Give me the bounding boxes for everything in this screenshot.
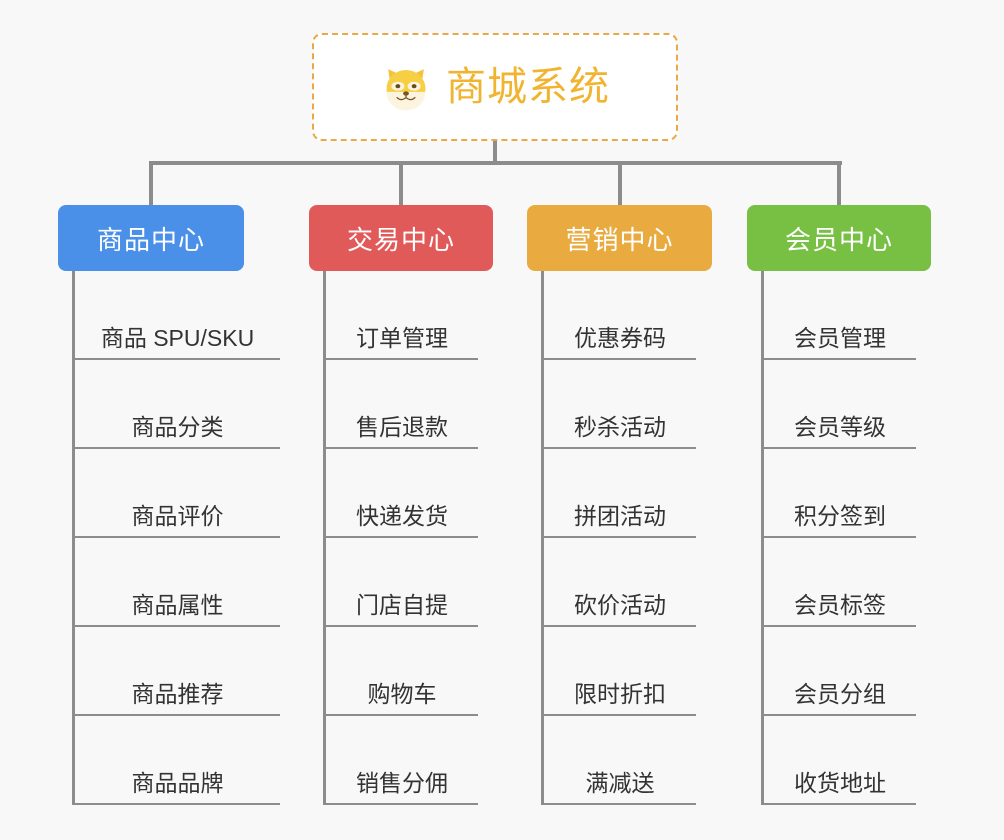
leaf-label: 优惠券码 bbox=[574, 324, 666, 351]
leaf-label: 拼团活动 bbox=[574, 502, 666, 529]
leaf-label: 满减送 bbox=[585, 769, 655, 796]
category-column-3: 营销中心 优惠券码 秒杀活动 拼团活动 砍价活动 限时折扣 满减送 bbox=[527, 205, 712, 805]
leaf-label: 会员标签 bbox=[794, 591, 886, 618]
shiba-dog-face-icon bbox=[380, 61, 432, 113]
leaf-label: 秒杀活动 bbox=[574, 413, 666, 440]
root-node-shop-system[interactable]: 商城系统 bbox=[312, 33, 678, 141]
leaf-list-1: 商品 SPU/SKU 商品分类 商品评价 商品属性 商品推荐 商品品牌 bbox=[72, 271, 280, 805]
list-item[interactable]: 会员等级 bbox=[764, 360, 916, 449]
category-header-2[interactable]: 交易中心 bbox=[309, 205, 493, 271]
leaf-label: 商品品牌 bbox=[131, 769, 224, 796]
leaf-label: 会员管理 bbox=[794, 324, 886, 351]
list-item[interactable]: 会员管理 bbox=[764, 271, 916, 360]
list-item[interactable]: 快递发货 bbox=[326, 449, 478, 538]
connector-drop-4 bbox=[837, 161, 841, 207]
leaf-label: 商品评价 bbox=[131, 502, 224, 529]
leaf-label: 砍价活动 bbox=[574, 591, 666, 618]
connector-drop-2 bbox=[399, 161, 403, 207]
list-item[interactable]: 商品属性 bbox=[75, 538, 280, 627]
leaf-label: 会员等级 bbox=[794, 413, 886, 440]
category-header-1[interactable]: 商品中心 bbox=[58, 205, 244, 271]
list-item[interactable]: 销售分佣 bbox=[326, 716, 478, 805]
leaf-label: 商品属性 bbox=[131, 591, 224, 618]
leaf-label: 快递发货 bbox=[356, 502, 448, 529]
list-item[interactable]: 商品评价 bbox=[75, 449, 280, 538]
leaf-list-4: 会员管理 会员等级 积分签到 会员标签 会员分组 收货地址 bbox=[761, 271, 916, 805]
root-title: 商城系统 bbox=[446, 65, 610, 109]
list-item[interactable]: 订单管理 bbox=[326, 271, 478, 360]
list-item[interactable]: 满减送 bbox=[544, 716, 696, 805]
leaf-label: 会员分组 bbox=[794, 680, 886, 707]
list-item[interactable]: 砍价活动 bbox=[544, 538, 696, 627]
connector-drop-1 bbox=[149, 161, 153, 207]
category-header-3[interactable]: 营销中心 bbox=[527, 205, 712, 271]
list-item[interactable]: 优惠券码 bbox=[544, 271, 696, 360]
list-item[interactable]: 购物车 bbox=[326, 627, 478, 716]
list-item[interactable]: 商品 SPU/SKU bbox=[75, 271, 280, 360]
list-item[interactable]: 会员标签 bbox=[764, 538, 916, 627]
leaf-list-3: 优惠券码 秒杀活动 拼团活动 砍价活动 限时折扣 满减送 bbox=[541, 271, 696, 805]
connector-root-stem bbox=[493, 141, 497, 165]
leaf-label: 门店自提 bbox=[356, 591, 448, 618]
leaf-label: 购物车 bbox=[367, 680, 437, 707]
category-column-1: 商品中心 商品 SPU/SKU 商品分类 商品评价 商品属性 商品推荐 商品品牌 bbox=[58, 205, 280, 805]
list-item[interactable]: 商品分类 bbox=[75, 360, 280, 449]
connector-horizontal-bus bbox=[149, 161, 842, 165]
list-item[interactable]: 限时折扣 bbox=[544, 627, 696, 716]
category-column-2: 交易中心 订单管理 售后退款 快递发货 门店自提 购物车 销售分佣 bbox=[309, 205, 493, 805]
leaf-label: 商品推荐 bbox=[131, 680, 224, 707]
list-item[interactable]: 积分签到 bbox=[764, 449, 916, 538]
list-item[interactable]: 商品推荐 bbox=[75, 627, 280, 716]
category-header-4[interactable]: 会员中心 bbox=[747, 205, 931, 271]
category-label-3: 营销中心 bbox=[565, 224, 674, 255]
leaf-label: 销售分佣 bbox=[356, 769, 448, 796]
leaf-label: 限时折扣 bbox=[574, 680, 666, 707]
leaf-list-2: 订单管理 售后退款 快递发货 门店自提 购物车 销售分佣 bbox=[323, 271, 478, 805]
leaf-label: 积分签到 bbox=[794, 502, 886, 529]
list-item[interactable]: 拼团活动 bbox=[544, 449, 696, 538]
category-column-4: 会员中心 会员管理 会员等级 积分签到 会员标签 会员分组 收货地址 bbox=[747, 205, 931, 805]
leaf-label: 商品 SPU/SKU bbox=[100, 324, 255, 351]
list-item[interactable]: 秒杀活动 bbox=[544, 360, 696, 449]
list-item[interactable]: 收货地址 bbox=[764, 716, 916, 805]
category-label-1: 商品中心 bbox=[96, 224, 205, 255]
leaf-label: 商品分类 bbox=[131, 413, 224, 440]
connector-drop-3 bbox=[618, 161, 622, 207]
leaf-label: 售后退款 bbox=[356, 413, 448, 440]
category-label-4: 会员中心 bbox=[784, 224, 893, 255]
list-item[interactable]: 售后退款 bbox=[326, 360, 478, 449]
category-label-2: 交易中心 bbox=[346, 224, 455, 255]
list-item[interactable]: 商品品牌 bbox=[75, 716, 280, 805]
leaf-label: 收货地址 bbox=[794, 769, 886, 796]
list-item[interactable]: 会员分组 bbox=[764, 627, 916, 716]
leaf-label: 订单管理 bbox=[356, 324, 448, 351]
list-item[interactable]: 门店自提 bbox=[326, 538, 478, 627]
